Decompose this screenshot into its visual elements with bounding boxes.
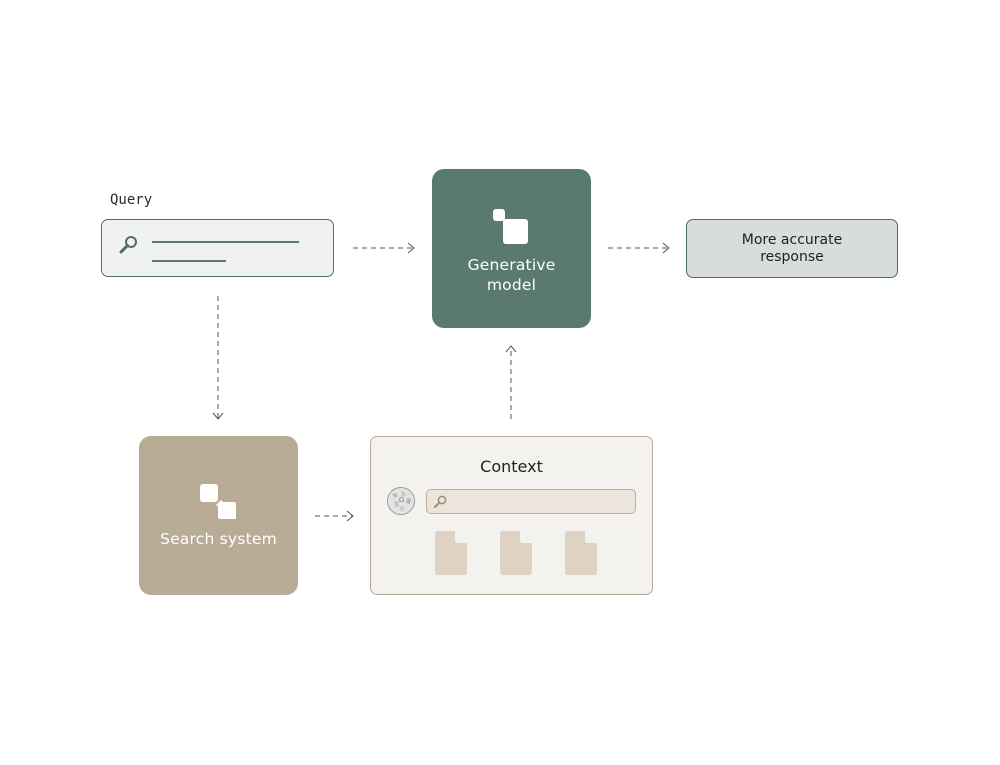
search-system-label: Search system	[160, 530, 277, 548]
generative-model-node: Generative model	[432, 169, 591, 328]
document-icon	[435, 531, 467, 575]
arrow-search-to-context	[315, 510, 354, 522]
response-node: More accurate response	[686, 219, 898, 278]
context-title: Context	[480, 457, 543, 476]
arrow-context-to-model	[505, 345, 517, 419]
context-search-bar[interactable]	[426, 489, 636, 514]
svg-text:Ω: Ω	[399, 497, 404, 504]
search-system-logo-icon	[200, 484, 236, 519]
arrow-query-to-model	[353, 242, 415, 254]
search-icon	[119, 236, 137, 254]
arrow-query-to-search	[212, 296, 224, 420]
document-icon	[565, 531, 597, 575]
query-text-line	[152, 260, 226, 262]
model-logo-icon	[493, 209, 528, 244]
query-input-box[interactable]	[101, 219, 334, 277]
search-system-node: Search system	[139, 436, 298, 595]
context-node: Context Ω	[370, 436, 653, 595]
document-icon	[500, 531, 532, 575]
search-icon	[434, 495, 447, 508]
arrow-model-to-response	[608, 242, 670, 254]
wikipedia-globe-icon: Ω	[387, 487, 415, 515]
response-label: More accurate response	[741, 231, 843, 265]
query-label: Query	[110, 192, 153, 208]
generative-model-label: Generative model	[467, 256, 556, 294]
query-text-line	[152, 241, 299, 243]
